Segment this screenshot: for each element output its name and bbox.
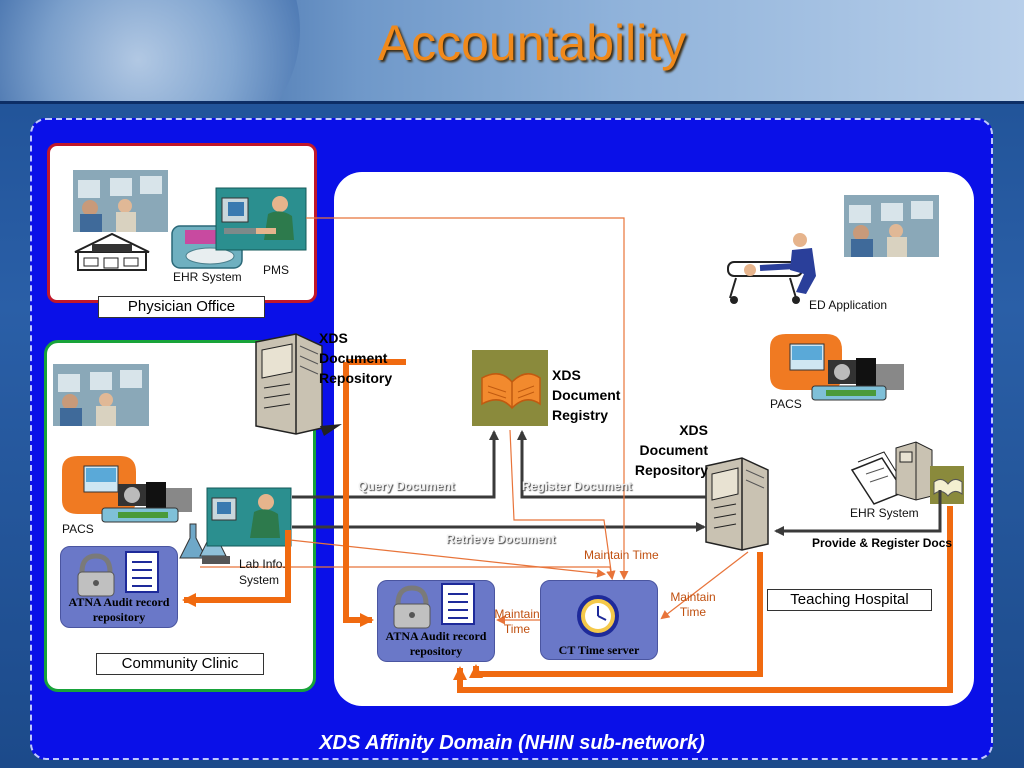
maintain-time-left-label: Maintain Time [494,607,540,636]
computer-lab-photo-icon [844,195,939,257]
atna-clinic-label: ATNA Audit record repository [68,595,170,624]
atna-central-label: ATNA Audit record repository [385,629,487,658]
server-tower-icon [895,441,933,501]
audit-arrow-repository-right [469,552,763,678]
paramedic-stretcher-icon [727,233,816,304]
pacs-hospital-label: PACS [770,397,802,411]
audit-arrow-repository-left [343,362,372,620]
header-band [0,0,1024,104]
maintain-time-right-label: Maintain Time [670,590,716,619]
book-registry-icon [472,350,548,426]
clock-icon [577,595,619,637]
maintain-time-line-registry [509,429,616,580]
retrieve-document-label: Retrieve Document [446,532,556,546]
maintain-time-line-office [306,217,629,580]
register-document-label: Register Document [522,479,633,493]
slide-title: Accountability [377,15,687,71]
xds-repository-right-label: XDS Document Repository [634,422,708,478]
server-tower-icon [255,333,342,436]
ehr-system-office-label: EHR System [173,270,242,284]
xds-repository-left-label: XDS Document Repository [319,330,393,386]
community-clinic-tag: Community Clinic [96,653,264,675]
maintain-time-line-repository [660,551,749,620]
query-document-arrow [292,430,499,499]
query-document-label: Query Document [358,479,455,493]
padlock-icon [77,553,115,597]
book-registry-icon [930,466,964,504]
pacs-clinic-label: PACS [62,522,94,536]
teaching-hospital-tag: Teaching Hospital [767,589,932,611]
provide-register-label: Provide & Register Docs [812,536,953,550]
person-at-computer-icon [215,187,307,251]
person-at-computer-icon [206,487,292,547]
affinity-domain-label: XDS Affinity Domain (NHIN sub-network) [319,732,705,754]
notepad-icon [125,551,159,593]
pms-label: PMS [263,263,290,277]
globe-background [0,0,300,101]
house-icon [74,232,150,271]
padlock-icon [393,585,431,629]
computer-lab-photo-icon [53,364,149,426]
audit-arrow-hospital-ehr [453,506,953,693]
audit-arrow-clinic [182,530,291,607]
ehr-system-hospital-label: EHR System [850,506,919,520]
notepad-icon [441,583,475,625]
register-document-arrow [517,430,706,499]
physician-office-tag: Physician Office [98,296,265,318]
pacs-workstation-icon [770,334,904,401]
xds-registry-label: XDS Document Registry [552,367,621,423]
server-tower-icon [705,457,769,551]
maintain-time-center-label: Maintain Time [584,548,659,562]
maintain-time-line-lab [289,539,606,578]
ct-time-server-label: CT Time server [558,643,640,657]
lab-info-system-label: Lab Info. System [239,557,286,587]
pacs-workstation-icon [62,456,192,523]
computer-lab-photo-icon [73,170,168,232]
provide-register-arrow [774,490,942,536]
ed-application-label: ED Application [809,298,888,312]
